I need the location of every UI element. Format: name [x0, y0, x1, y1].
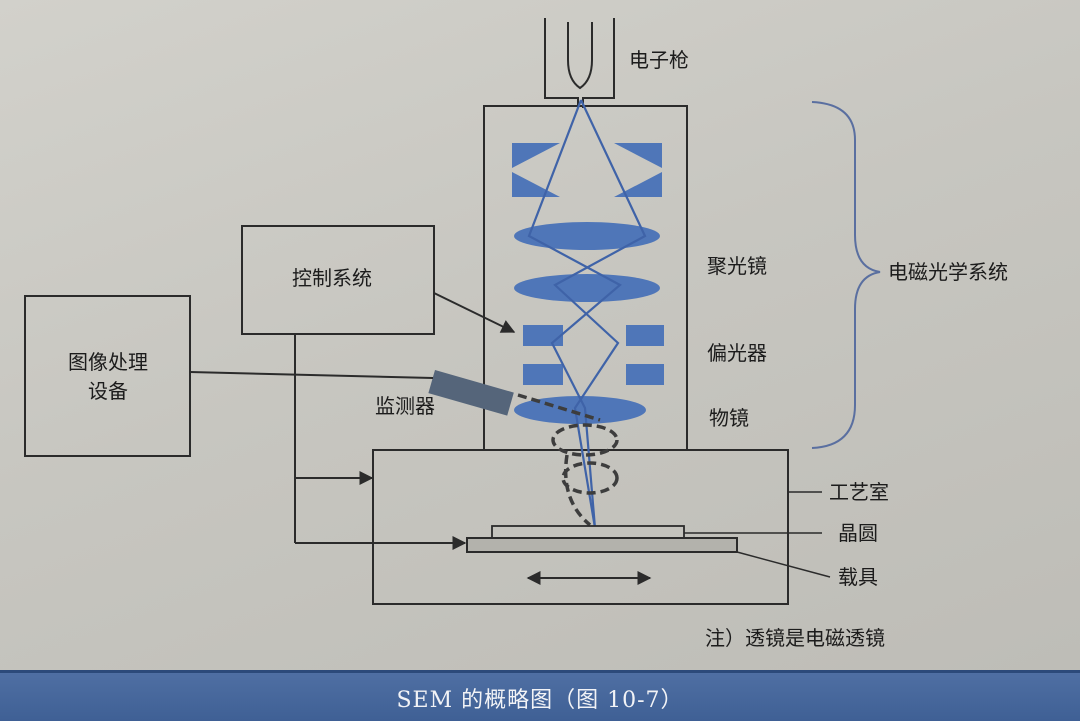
caption-bar	[0, 670, 1080, 721]
detector-label: 监测器	[375, 394, 435, 418]
wafer-label: 晶圆	[838, 521, 878, 545]
image-processing-box	[24, 295, 191, 457]
process-chamber-label: 工艺室	[829, 480, 889, 504]
optical-system-brace	[811, 101, 881, 449]
carrier	[466, 537, 738, 553]
upper-deflector-plates	[512, 143, 662, 197]
process-chamber	[372, 449, 789, 605]
optical-column	[483, 105, 688, 450]
leader-lines	[684, 491, 831, 578]
electron-beam	[527, 99, 647, 529]
connection-lines	[189, 292, 516, 550]
control-system-box	[241, 225, 435, 335]
condenser-lens-label: 聚光镜	[707, 254, 767, 278]
figure-caption: SEM 的概略图（图 10-7）	[396, 688, 684, 713]
condenser-lenses	[514, 222, 660, 302]
image-processing-label-line1: 图像处理	[68, 350, 148, 374]
carrier-label: 载具	[838, 565, 878, 589]
deflector-label: 偏光器	[707, 341, 767, 365]
lens-note: 注）透镜是电磁透镜	[705, 626, 885, 650]
image-processing-label-line2: 设备	[88, 379, 128, 403]
detector-icon	[428, 370, 514, 416]
image-processing-label: 图像处理 设备	[58, 348, 158, 406]
wafer	[491, 525, 685, 539]
deflector-plates	[523, 325, 664, 385]
control-system-label: 控制系统	[292, 266, 372, 290]
electron-gun-label: 电子枪	[629, 48, 689, 72]
electron-gun-icon	[544, 18, 615, 108]
secondary-electron-path	[517, 393, 619, 527]
electromagnetic-optical-system-label: 电磁光学系统	[888, 260, 1008, 284]
objective-lens-label: 物镜	[709, 406, 749, 430]
